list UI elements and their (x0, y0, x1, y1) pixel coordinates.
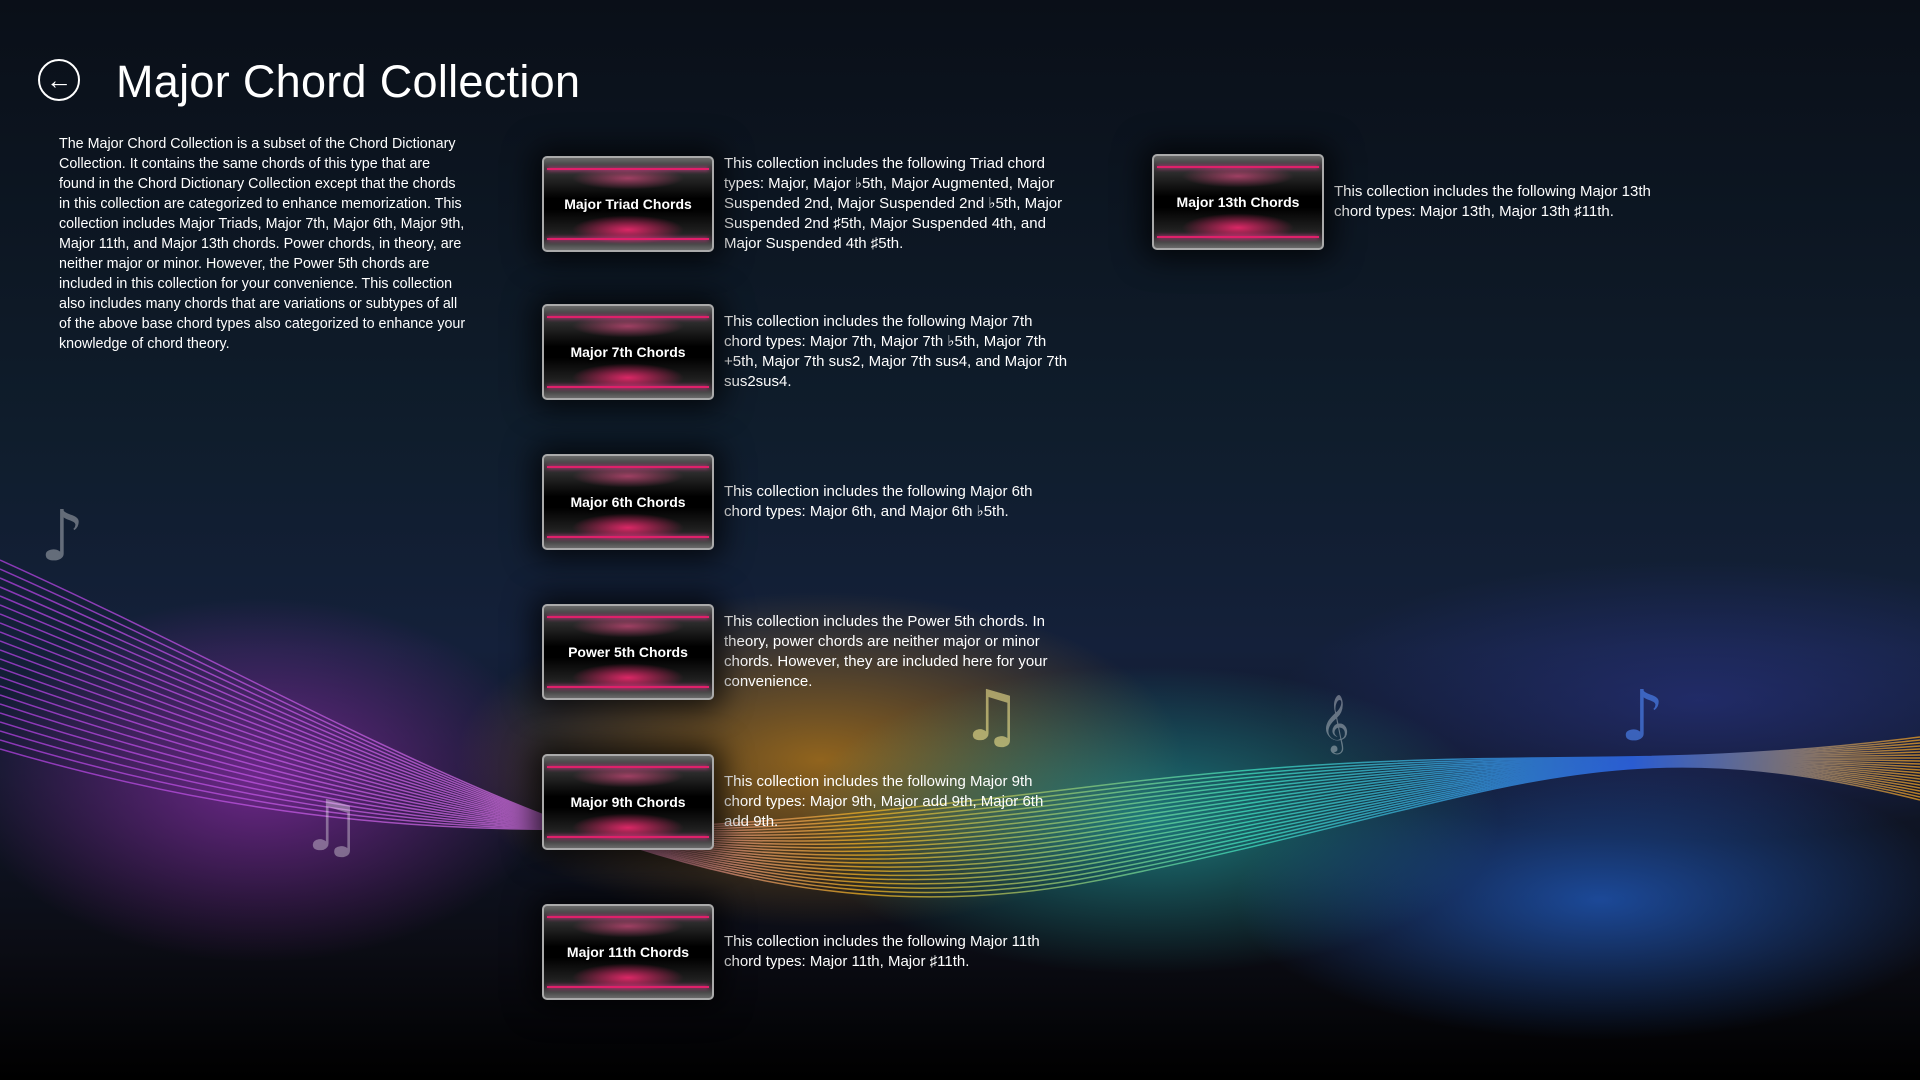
eighth-note-icon: ♪ (40, 495, 85, 577)
collection-item: Major 9th Chords This collection include… (542, 754, 1069, 850)
collection-description: This collection includes the Power 5th c… (724, 613, 1048, 690)
collection-item: Major Triad Chords This collection inclu… (542, 154, 1069, 254)
treble-clef-icon: 𝄞 (1320, 694, 1350, 755)
collection-item: Power 5th Chords This collection include… (542, 604, 1069, 700)
major-6th-chords-button[interactable]: Major 6th Chords (542, 454, 714, 550)
collection-intro: The Major Chord Collection is a subset o… (59, 136, 466, 352)
back-button[interactable]: ← (38, 59, 80, 101)
eighth-note-icon: ♪ (1620, 675, 1665, 757)
page-title: Major Chord Collection (116, 56, 581, 107)
back-arrow-icon: ← (46, 65, 72, 95)
collection-description: This collection includes the following M… (724, 313, 1068, 390)
major-triad-chords-button[interactable]: Major Triad Chords (542, 156, 714, 252)
major-11th-chords-button[interactable]: Major 11th Chords (542, 904, 714, 1000)
collection-item: Major 11th Chords This collection includ… (542, 904, 1069, 1000)
power-5th-chords-button[interactable]: Power 5th Chords (542, 604, 714, 700)
collection-description: This collection includes the following M… (724, 773, 1044, 830)
collection-item: Major 6th Chords This collection include… (542, 454, 1069, 550)
collection-item: Major 7th Chords This collection include… (542, 304, 1069, 400)
collection-description: This collection includes the following T… (724, 155, 1063, 252)
major-9th-chords-button[interactable]: Major 9th Chords (542, 754, 714, 850)
collection-description: This collection includes the following M… (724, 933, 1040, 970)
collection-description: This collection includes the following M… (724, 483, 1033, 520)
beamed-notes-icon: ♫ (300, 785, 363, 867)
major-7th-chords-button[interactable]: Major 7th Chords (542, 304, 714, 400)
major-13th-chords-button[interactable]: Major 13th Chords (1152, 154, 1324, 250)
collection-item: Major 13th Chords This collection includ… (1152, 154, 1679, 250)
collection-description: This collection includes the following M… (1334, 183, 1651, 220)
